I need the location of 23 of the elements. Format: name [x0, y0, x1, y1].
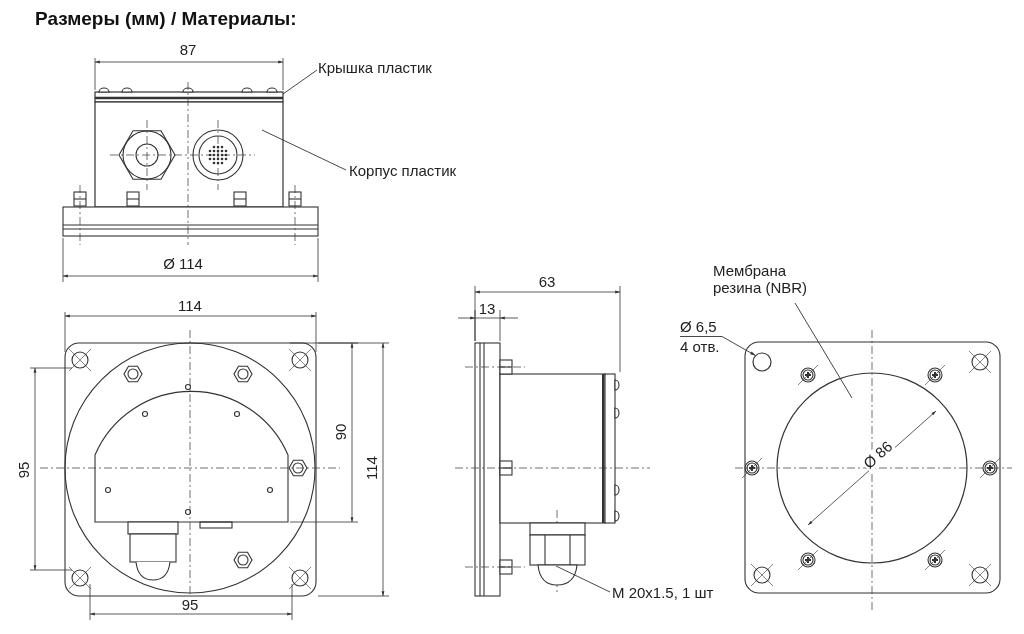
callout-text: 4 отв.: [680, 338, 721, 355]
leader-line: [261, 129, 347, 171]
callout-text: Корпус пластик: [349, 162, 458, 179]
leader-line: [555, 565, 611, 593]
dimension-value: 95: [180, 597, 200, 613]
dimension-value: 13: [477, 301, 497, 317]
leader-line: [794, 302, 853, 399]
dimension-value: 87: [178, 42, 198, 58]
mounting-hole: [752, 352, 772, 372]
dimension-value: 114: [177, 298, 203, 314]
membrane: [776, 372, 968, 564]
title: Размеры (мм) / Материалы:: [35, 8, 297, 30]
leader-line: [282, 69, 318, 95]
callout-text: M 20x1.5, 1 шт: [612, 584, 715, 601]
cable-gland: [529, 522, 586, 586]
dimension-value: 63: [537, 274, 557, 290]
dimension-value: Ø 114: [162, 256, 204, 272]
callout-text: Ø 6,5: [680, 318, 718, 335]
callout-text: Крышка пластик: [318, 59, 433, 76]
dimension-value: 114: [364, 455, 380, 481]
dimension-value: 90: [333, 422, 349, 442]
callout-text: Мембрана резина (NBR): [713, 262, 809, 296]
dimension-value: 95: [16, 460, 32, 480]
